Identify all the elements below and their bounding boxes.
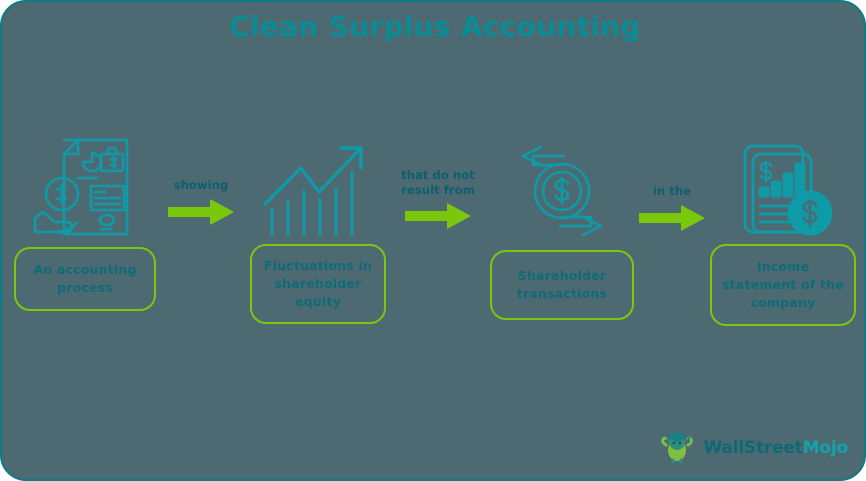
wallstreetmojo-mascot-icon	[657, 429, 697, 467]
logo-brand-secondary: Mojo	[802, 438, 849, 458]
flow-node-label: Fluctuations in shareholder equity	[250, 244, 386, 324]
connector-showing: showing	[154, 178, 248, 225]
page-title: Clean Surplus Accounting	[229, 10, 641, 43]
logo-text: WallStreetMojo	[703, 438, 848, 458]
flow-node-label: An accounting process	[14, 247, 156, 311]
connector-label: that do not result from	[401, 168, 475, 197]
arrow-right-icon	[388, 203, 488, 230]
connector-label: showing	[173, 178, 229, 192]
flow-node-label: Shareholder transactions	[490, 250, 634, 320]
arrow-right-icon	[154, 198, 248, 225]
logo-brand-primary: WallStreet	[703, 438, 803, 458]
bar-chart-growth-arrow-icon	[250, 136, 386, 240]
wallstreetmojo-logo[interactable]: WallStreetMojo	[657, 429, 848, 467]
document-hand-money-icon	[14, 132, 156, 242]
arrow-right-icon	[636, 204, 708, 231]
connector-that-do-not-result-from: that do not result from	[388, 168, 488, 230]
connector-in-the: in the	[636, 184, 708, 231]
financial-report-dollar-coin-icon	[710, 136, 856, 240]
connector-label: in the	[652, 184, 692, 198]
dollar-coin-exchange-arrows-icon	[490, 136, 634, 240]
flow-node-label: Income statement of the company	[710, 244, 856, 326]
